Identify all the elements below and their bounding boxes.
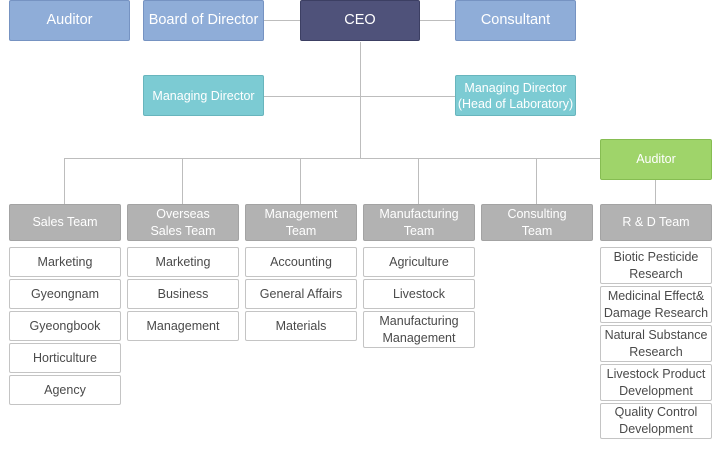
rd-item: Quality Control Development xyxy=(600,403,712,439)
manufacturing-item: Livestock xyxy=(363,279,475,309)
team-header-overseas-sales: Overseas Sales Team xyxy=(127,204,239,241)
management-item: Accounting xyxy=(245,247,357,277)
auditor-rd-box: Auditor xyxy=(600,139,712,180)
board-of-director-box: Board of Director xyxy=(143,0,264,41)
managing-director-box: Managing Director xyxy=(143,75,264,116)
manufacturing-item: Manufacturing Management xyxy=(363,311,475,348)
rd-item: Biotic Pesticide Research xyxy=(600,247,712,284)
consultant-box: Consultant xyxy=(455,0,576,41)
auditor-box: Auditor xyxy=(9,0,130,41)
team-header-management: Management Team xyxy=(245,204,357,241)
sales-item: Agency xyxy=(9,375,121,405)
rd-item: Natural Substance Research xyxy=(600,325,712,362)
rd-item: Livestock Product Development xyxy=(600,364,712,401)
management-item: General Affairs xyxy=(245,279,357,309)
ceo-box: CEO xyxy=(300,0,420,41)
management-item: Materials xyxy=(245,311,357,341)
sales-item: Marketing xyxy=(9,247,121,277)
overseas-sales-item: Business xyxy=(127,279,239,309)
sales-item: Gyeongnam xyxy=(9,279,121,309)
team-header-sales: Sales Team xyxy=(9,204,121,241)
overseas-sales-item: Marketing xyxy=(127,247,239,277)
rd-item: Medicinal Effect& Damage Research xyxy=(600,286,712,323)
team-header-consulting: Consulting Team xyxy=(481,204,593,241)
team-header-manufacturing: Manufacturing Team xyxy=(363,204,475,241)
team-header-rd: R & D Team xyxy=(600,204,712,241)
sales-item: Horticulture xyxy=(9,343,121,373)
managing-director-lab-box: Managing Director (Head of Laboratory) xyxy=(455,75,576,116)
overseas-sales-item: Management xyxy=(127,311,239,341)
sales-item: Gyeongbook xyxy=(9,311,121,341)
manufacturing-item: Agriculture xyxy=(363,247,475,277)
